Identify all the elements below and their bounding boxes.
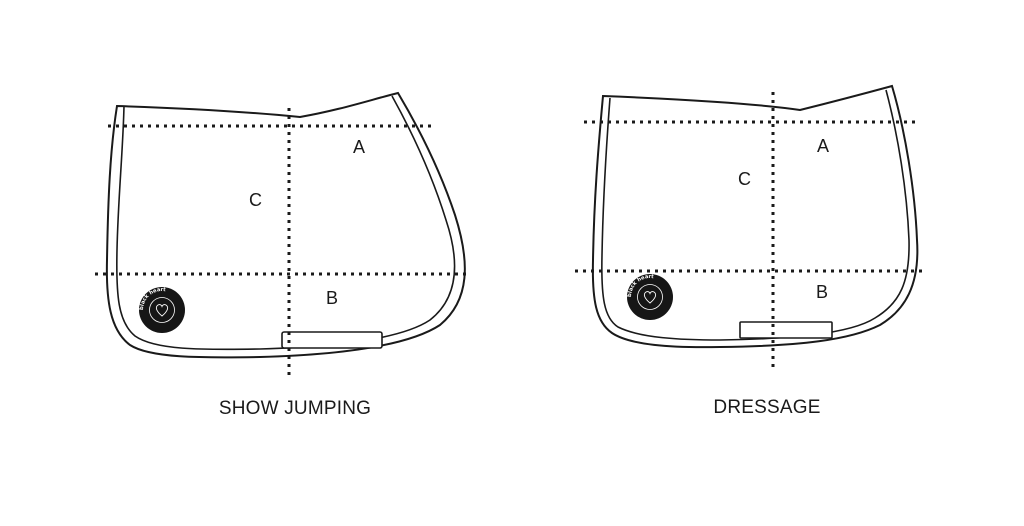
show-jumping-pad-piping bbox=[116, 95, 456, 351]
heart-icon bbox=[643, 291, 657, 304]
heart-icon bbox=[155, 304, 169, 317]
dressage-caption: DRESSAGE bbox=[713, 397, 820, 418]
dressage-pad-piping bbox=[601, 89, 910, 341]
dressage-pad-outline bbox=[591, 84, 919, 349]
show-jumping-label-a: A bbox=[353, 137, 365, 157]
dressage-label-a: A bbox=[817, 136, 829, 156]
show-jumping-diagram: A C B black heart SHOW JUMPING bbox=[95, 91, 470, 419]
dressage-logo-badge: black heart bbox=[627, 274, 673, 320]
dressage-girth-tab bbox=[739, 321, 833, 339]
dressage-diagram: A C B black heart DRESSAGE bbox=[575, 84, 922, 418]
show-jumping-girth-tab bbox=[281, 331, 383, 349]
show-jumping-pad-outline bbox=[105, 91, 466, 359]
show-jumping-label-c: C bbox=[249, 190, 262, 210]
show-jumping-caption: SHOW JUMPING bbox=[219, 398, 371, 419]
dressage-label-b: B bbox=[816, 282, 828, 302]
dressage-label-c: C bbox=[738, 169, 751, 189]
show-jumping-logo-badge: black heart bbox=[139, 287, 185, 333]
show-jumping-label-b: B bbox=[326, 288, 338, 308]
